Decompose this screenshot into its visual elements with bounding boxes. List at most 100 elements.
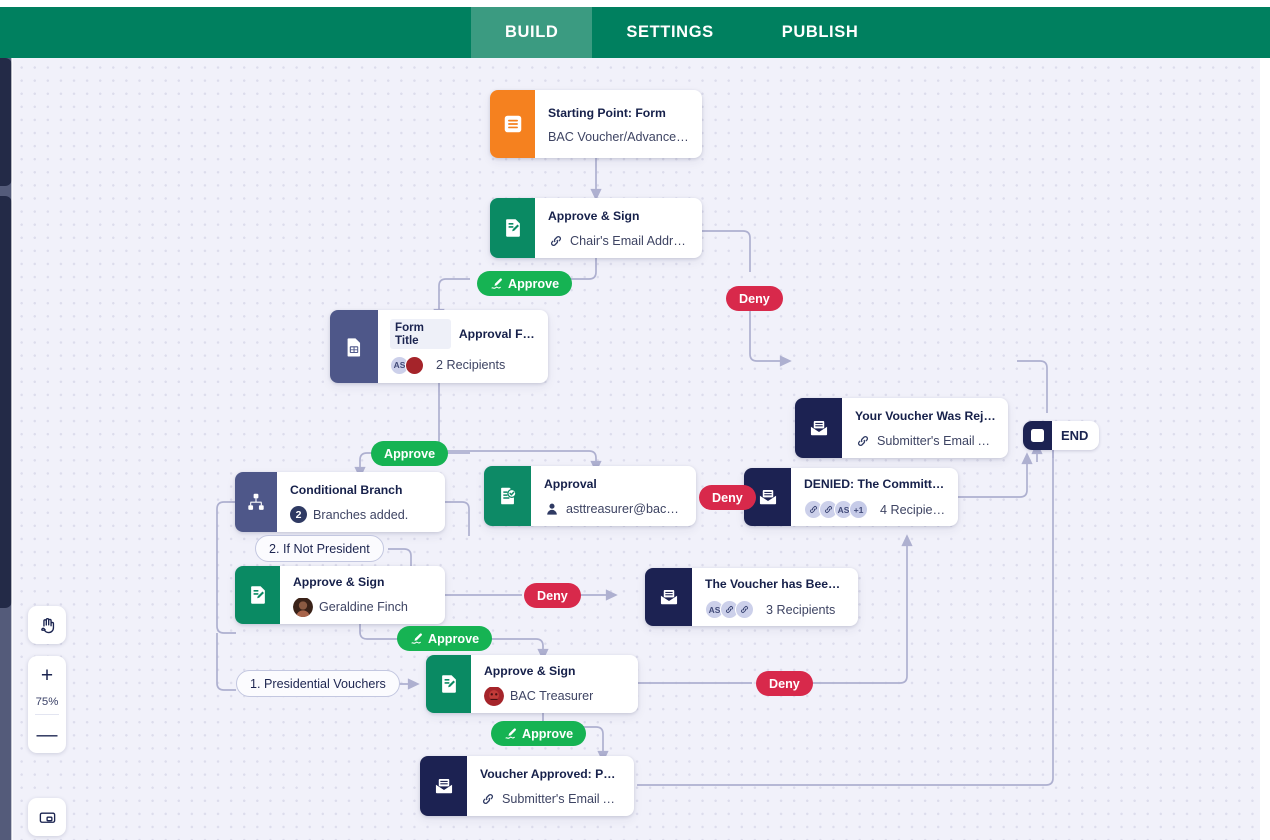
recipient-chips: AS +1 bbox=[804, 500, 868, 519]
node-subtitle-text: 3 Recipients bbox=[766, 602, 836, 617]
node-subtitle: 2 Branches added. bbox=[290, 506, 433, 524]
node-title: The Voucher has Been Denie... bbox=[705, 577, 846, 591]
end-label: END bbox=[1061, 428, 1089, 443]
node-title-row: Form Title Approval Flo... bbox=[390, 318, 536, 349]
badge-label: Approve bbox=[522, 726, 574, 741]
approval-icon bbox=[484, 466, 531, 526]
node-title: DENIED: The Committee's Vo... bbox=[804, 477, 946, 491]
node-subtitle-text: Submitter's Email Add... bbox=[877, 433, 996, 448]
avatar-chip-link bbox=[735, 600, 754, 619]
badge-label: Approve bbox=[384, 446, 436, 461]
node-title: Approve & Sign bbox=[293, 575, 385, 589]
workflow-canvas[interactable]: Starting Point: Form BAC Voucher/Advance… bbox=[0, 58, 1270, 840]
badge-approve-4[interactable]: Approve bbox=[491, 721, 587, 746]
node-subtitle-text: BAC Treasurer bbox=[510, 689, 594, 704]
zoom-out-button[interactable]: — bbox=[36, 722, 58, 746]
avatar bbox=[484, 686, 504, 706]
tab-build[interactable]: BUILD bbox=[471, 7, 593, 58]
email-icon bbox=[420, 756, 467, 816]
divider bbox=[35, 714, 59, 715]
badge-approve-3[interactable]: Approve bbox=[397, 626, 493, 651]
node-subtitle-text: BAC Voucher/Advance Re... bbox=[548, 129, 690, 144]
badge-label: Deny bbox=[739, 291, 770, 306]
zoom-in-button[interactable]: + bbox=[40, 663, 54, 687]
node-email-denied-committee[interactable]: DENIED: The Committee's Vo... AS +1 4 Re… bbox=[744, 468, 958, 526]
fit-screen-icon[interactable] bbox=[28, 798, 66, 836]
node-approve-sign-geraldine[interactable]: Approve & Sign Geraldine Finch bbox=[235, 566, 445, 624]
tab-publish[interactable]: PUBLISH bbox=[781, 23, 859, 41]
node-form-approval-flow[interactable]: Form Title Approval Flo... AS 2 Recipien… bbox=[330, 310, 548, 383]
node-subtitle: Chair's Email Address: bbox=[548, 233, 690, 249]
link-icon bbox=[482, 793, 494, 804]
node-body: Form Title Approval Flo... AS 2 Recipien… bbox=[378, 310, 548, 383]
node-subtitle: AS +1 4 Recipients bbox=[804, 500, 946, 519]
node-email-voucher-denied[interactable]: The Voucher has Been Denie... AS 3 Recip… bbox=[645, 568, 858, 626]
email-icon bbox=[645, 568, 692, 626]
node-subtitle: AS 3 Recipients bbox=[705, 600, 846, 619]
node-subtitle: asttreasurer@bacdst... bbox=[544, 501, 684, 517]
hand-icon[interactable] bbox=[28, 606, 66, 644]
badge-deny-2[interactable]: Deny bbox=[699, 485, 756, 510]
approve-sign-icon bbox=[235, 566, 280, 624]
node-subtitle-text: Branches added. bbox=[313, 507, 409, 522]
node-title: Voucher Approved: Payment ... bbox=[480, 767, 622, 782]
node-body: The Voucher has Been Denie... AS 3 Recip… bbox=[692, 568, 858, 626]
node-starting-point-form[interactable]: Starting Point: Form BAC Voucher/Advance… bbox=[490, 90, 702, 158]
approve-sign-icon bbox=[490, 198, 535, 258]
branch-icon bbox=[235, 472, 277, 532]
avatar bbox=[293, 597, 313, 617]
badge-deny-3[interactable]: Deny bbox=[524, 583, 581, 608]
badge-deny-4[interactable]: Deny bbox=[756, 671, 813, 696]
collapsed-sidebar-rail[interactable] bbox=[0, 58, 13, 840]
link-icon bbox=[857, 435, 869, 446]
badge-approve-2[interactable]: Approve bbox=[371, 441, 449, 466]
topbar-spacer bbox=[0, 7, 471, 58]
branch-label-presidential-vouchers[interactable]: 1. Presidential Vouchers bbox=[236, 670, 400, 697]
node-subtitle-text: Chair's Email Address: bbox=[570, 233, 690, 248]
badge-label: Deny bbox=[712, 490, 743, 505]
canvas-right-margin bbox=[1260, 58, 1270, 840]
node-title: Your Voucher Was Rejected . bbox=[855, 409, 996, 424]
fit-screen-button[interactable] bbox=[28, 798, 66, 836]
badge-approve-1[interactable]: Approve bbox=[477, 271, 573, 296]
node-email-voucher-rejected[interactable]: Your Voucher Was Rejected . Submitter's … bbox=[795, 398, 1008, 458]
node-title: Starting Point: Form bbox=[548, 106, 666, 121]
branch-label-not-president[interactable]: 2. If Not President bbox=[255, 535, 384, 562]
branch-count-badge: 2 bbox=[290, 506, 307, 524]
avatar-chip-photo bbox=[405, 355, 424, 375]
node-title: Approval Flo... bbox=[458, 326, 536, 341]
form-icon bbox=[490, 90, 535, 158]
node-title: Approval bbox=[544, 477, 597, 492]
recipient-chips: AS bbox=[390, 355, 424, 375]
node-subtitle-text: 4 Recipients bbox=[880, 502, 946, 517]
badge-deny-1[interactable]: Deny bbox=[726, 286, 783, 311]
rail-segment-bottom bbox=[0, 196, 12, 608]
pan-tool-button[interactable] bbox=[28, 606, 66, 644]
rail-segment-top bbox=[0, 58, 12, 186]
badge-label: Approve bbox=[428, 631, 480, 646]
node-body: Approve & Sign Geraldine Finch bbox=[280, 566, 445, 624]
zoom-controls[interactable]: + 75% — bbox=[28, 656, 66, 753]
signature-icon bbox=[491, 278, 502, 289]
node-subtitle: AS 2 Recipients bbox=[390, 355, 536, 375]
form-title-tag: Form Title bbox=[390, 318, 451, 349]
top-tab-bar: BUILD SETTINGS PUBLISH bbox=[0, 7, 1270, 58]
node-approval-asst-treasurer[interactable]: Approval asttreasurer@bacdst... bbox=[484, 466, 696, 526]
node-subtitle: Submitter's Email Add... bbox=[855, 433, 996, 449]
signature-icon bbox=[411, 633, 422, 644]
node-body: DENIED: The Committee's Vo... AS +1 4 Re… bbox=[791, 468, 958, 526]
form-fill-icon bbox=[330, 310, 378, 383]
node-subtitle: BAC Treasurer bbox=[484, 686, 626, 706]
node-body: Approval asttreasurer@bacdst... bbox=[531, 466, 696, 526]
badge-label: Approve bbox=[508, 276, 560, 291]
node-conditional-branch[interactable]: Conditional Branch 2 Branches added. bbox=[235, 472, 445, 532]
zoom-level-label: 75% bbox=[35, 696, 59, 708]
node-end[interactable]: END bbox=[1023, 421, 1100, 450]
node-approve-sign-bac-treasurer[interactable]: Approve & Sign BAC Treasurer bbox=[426, 655, 638, 713]
avatar-chip-link bbox=[819, 500, 838, 519]
node-email-voucher-approved[interactable]: Voucher Approved: Payment ... Submitter'… bbox=[420, 756, 634, 816]
node-body: Voucher Approved: Payment ... Submitter'… bbox=[467, 756, 634, 816]
tab-settings[interactable]: SETTINGS bbox=[626, 23, 714, 41]
node-approve-sign-chair[interactable]: Approve & Sign Chair's Email Address: bbox=[490, 198, 702, 258]
badge-label: Deny bbox=[537, 588, 568, 603]
